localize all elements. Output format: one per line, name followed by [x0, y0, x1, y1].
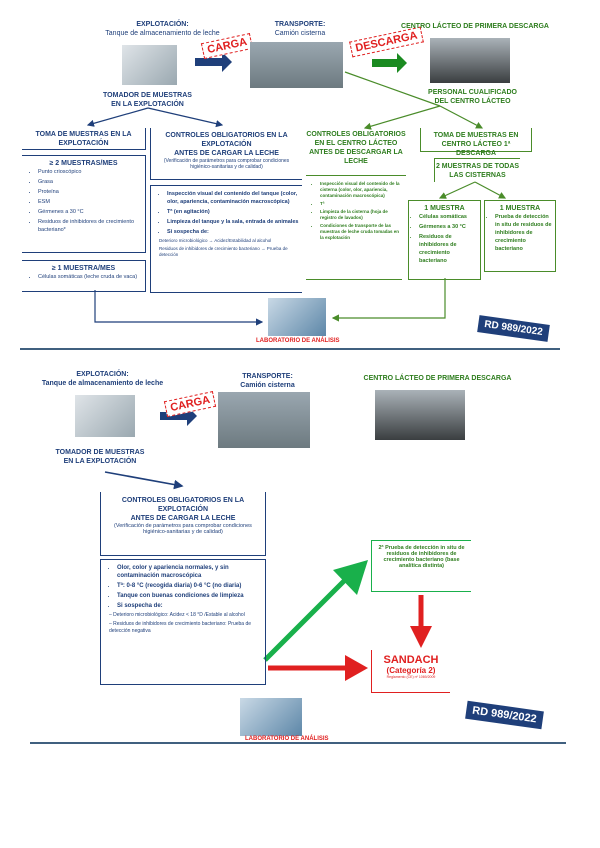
center-title-2: CENTRO LÁCTEO DE PRIMERA DESCARGA: [363, 375, 512, 382]
center-sampling-title: TOMA DE MUESTRAS EN CENTRO LÁCTEO 1ª DES…: [420, 128, 532, 157]
sample-a-box: 1 MUESTRACélulas somáticasGérmenes a 30 …: [408, 200, 481, 280]
farm-controls-list-2: Olor, color y apariencia normales, y sin…: [100, 559, 266, 685]
lab-image: [268, 298, 326, 336]
carga-arrow: [195, 52, 232, 72]
second-test-box: 2ª Prueba de detección in situ de residu…: [371, 540, 471, 592]
truck-image: [250, 42, 343, 88]
monthly2-box: ≥ 2 MUESTRAS/MES Punto crioscópicoGrasaP…: [22, 155, 146, 253]
lab-image-2: [240, 698, 302, 736]
farm-controls-header: CONTROLES OBLIGATORIOS EN LA EXPLOTACIÓN…: [150, 128, 302, 180]
farm-image-2: [75, 395, 135, 437]
farm-title: EXPLOTACIÓN:Tanque de almacenamiento de …: [105, 21, 220, 37]
farm-controls-list: Inspección visual del contenido del tanq…: [150, 185, 302, 293]
truck-image-2: [218, 392, 310, 448]
farm-controls-header-2: CONTROLES OBLIGATORIOS EN LA EXPLOTACIÓN…: [100, 492, 266, 556]
farm-image: [122, 45, 177, 85]
sample-b-box: 1 MUESTRAPrueba de detección in situ de …: [484, 200, 556, 272]
divider-2: [30, 742, 566, 744]
center-controls-list: Inspección visual del contenido de la ci…: [306, 178, 402, 280]
descarga-arrow: [372, 53, 407, 73]
sandach-box: SANDACH(Categoría 2)Reglamento (CE) nº 1…: [371, 650, 450, 693]
lab-label-2: LABORATORIO DE ANÁLISIS: [245, 736, 329, 742]
transport-title: TRANSPORTE:Camión cisterna: [274, 21, 326, 37]
transport-title-2: TRANSPORTE:Camión cisterna: [240, 373, 295, 389]
farm-sampling-title: TOMA DE MUESTRAS EN LA EXPLOTACIÓN: [22, 128, 146, 150]
farm-title-2: EXPLOTACIÓN:Tanque de almacenamiento de …: [41, 371, 164, 387]
monthly1-box: ≥ 1 MUESTRA/MESCélulas somáticas (leche …: [22, 260, 146, 292]
divider: [20, 348, 560, 350]
center-title: CENTRO LÁCTEO DE PRIMERA DESCARGA: [401, 23, 549, 30]
all-tanks-label: 2 MUESTRAS DE TODAS LAS CISTERNAS: [434, 158, 520, 182]
lab-label: LABORATORIO DE ANÁLISIS: [256, 338, 340, 344]
center-controls-header: CONTROLES OBLIGATORIOS EN EL CENTRO LÁCT…: [306, 130, 406, 176]
dairy-plant-image: [430, 38, 510, 83]
dairy-plant-image-2: [375, 390, 465, 440]
